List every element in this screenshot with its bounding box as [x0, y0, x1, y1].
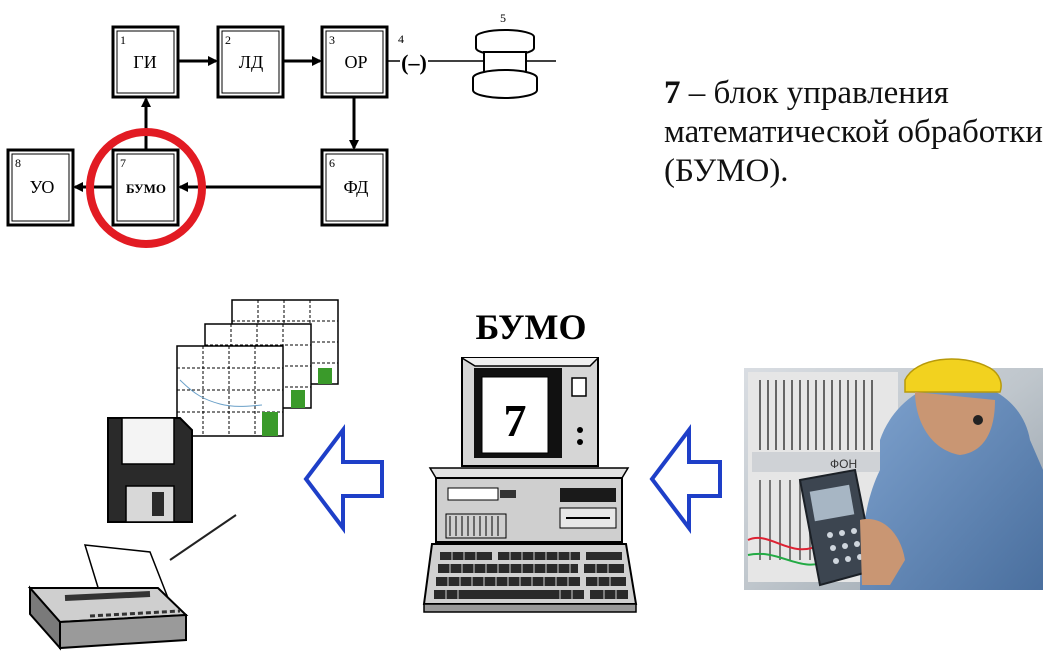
block-uo: 8 УО — [6, 148, 75, 227]
block-or: 3 ОР — [320, 25, 389, 99]
block-gi-number: 1 — [120, 33, 126, 47]
block-bumo: 7 БУМО — [111, 148, 180, 227]
block-fd-number: 6 — [329, 156, 335, 170]
block-or-label: ОР — [344, 52, 367, 72]
block-ld-label: ЛД — [239, 52, 264, 72]
computer-title: БУМО — [476, 307, 587, 347]
block-uo-number: 8 — [15, 156, 21, 170]
stacked-charts-icon — [176, 299, 339, 437]
block-bumo-number: 7 — [120, 156, 126, 170]
connector-4-label: (–) — [401, 50, 427, 75]
block-bumo-label: БУМО — [126, 181, 166, 196]
block-fd: 6 ФД — [320, 148, 389, 227]
description-text-1: – блок управления — [680, 75, 949, 111]
block-gi-label: ГИ — [133, 52, 156, 72]
output-arrow-icon — [303, 424, 384, 534]
floppy-disk-icon — [107, 417, 193, 523]
description-line-3: (БУМО). — [664, 153, 789, 189]
highlight-circle — [86, 128, 206, 248]
block-ld: 2 ЛД — [216, 25, 285, 99]
input-arrow-icon — [649, 424, 722, 534]
spool-5: 5 — [472, 11, 538, 99]
description-line-2: математической обработки — [664, 114, 1043, 150]
printer-icon — [27, 514, 237, 651]
technician-photo: ФОН — [744, 358, 1043, 590]
spool-5-number: 5 — [500, 11, 506, 25]
computer-icon: 7 — [422, 357, 638, 613]
description-line-1: 7 – блок управления — [664, 74, 1043, 113]
block-ld-number: 2 — [225, 33, 231, 47]
connector-4-number: 4 — [398, 32, 404, 46]
screen-number: 7 — [504, 395, 527, 446]
block-gi: 1 ГИ — [111, 25, 180, 99]
description-number: 7 — [664, 75, 681, 111]
block-fd-label: ФД — [344, 177, 369, 197]
block-or-number: 3 — [329, 33, 335, 47]
block-description: 7 – блок управления математической обраб… — [664, 74, 1043, 191]
block-uo-label: УО — [30, 177, 55, 197]
photo-panel-label: ФОН — [830, 457, 857, 471]
